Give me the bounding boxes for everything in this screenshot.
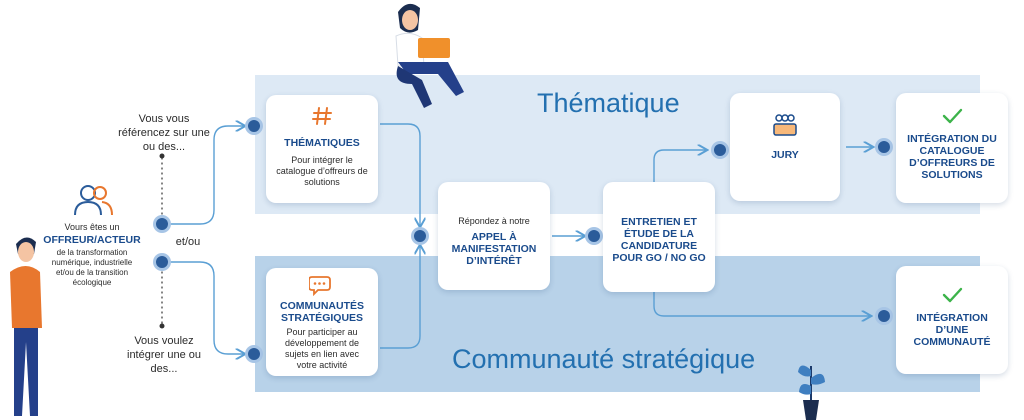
card-communautes-desc: Pour participer au développement de suje… [284,327,360,370]
offreur-title: OFFREUR/ACTEUR [43,234,141,246]
card-integration-communaute-title: INTÉGRATION D’UNE COMMUNAUTÉ [913,312,991,348]
plant-illustration [798,365,825,420]
card-integration-communaute: INTÉGRATION D’UNE COMMUNAUTÉ [896,266,1008,374]
card-jury-title: JURY [771,149,799,161]
node-dot-bottom-left [156,256,168,268]
node-dot-top-left [156,218,168,230]
offreur-intro: Vours êtes un [64,222,120,232]
node-dot-entretien [588,230,600,242]
node-dot-communautes [248,348,260,360]
chat-icon [309,276,331,296]
node-dot-integration-communaute [878,310,890,322]
card-thematiques-title: THÉMATIQUES [284,137,360,149]
person-laptop-illustration [395,3,464,108]
people-icon [74,185,113,216]
band-thematique-title: Thématique [537,88,680,118]
offreur-desc: de la transformation numérique, industri… [51,248,133,287]
card-thematiques-desc: Pour intégrer le catalogue d’offreurs de… [276,155,368,187]
card-integration-catalogue: INTÉGRATION DU CATALOGUE D’OFFREURS DE S… [896,93,1008,203]
node-dot-integration-catalogue [878,141,890,153]
check-icon [942,287,963,303]
node-dot-thematiques [248,120,260,132]
check-icon [942,108,963,124]
jury-icon [773,114,797,136]
offreur-info: Vours êtes un OFFREUR/ACTEUR de la trans… [42,222,142,288]
card-thematiques: THÉMATIQUES Pour intégrer le catalogue d… [266,95,378,203]
andor-text: et/ou [175,236,201,248]
card-entretien: ENTRETIEN ET ÉTUDE DE LA CANDIDATURE POU… [603,182,715,292]
hash-icon [312,107,332,125]
card-appel-intro: Répondez à notre [458,216,530,226]
card-entretien-title: ENTRETIEN ET ÉTUDE DE LA CANDIDATURE POU… [612,216,706,264]
band-communaute-title: Communauté stratégique [452,344,756,374]
bottom-branch-text: Vous voulez intégrer une ou des... [127,335,201,375]
card-communautes-title: COMMUNAUTÉS STRATÉGIQUES [280,300,364,324]
card-jury: JURY [730,93,840,201]
node-dot-appel [414,230,426,242]
person-standing-illustration [10,237,42,416]
node-dot-jury [714,144,726,156]
top-branch-text: Vous vous référencez sur une ou des... [118,113,210,153]
card-appel-title: APPEL À MANIFESTATION D’INTÉRÊT [451,231,537,267]
card-appel: Répondez à notre APPEL À MANIFESTATION D… [438,182,550,290]
card-communautes: COMMUNAUTÉS STRATÉGIQUES Pour participer… [266,268,378,376]
card-integration-catalogue-title: INTÉGRATION DU CATALOGUE D’OFFREURS DE S… [907,133,997,181]
